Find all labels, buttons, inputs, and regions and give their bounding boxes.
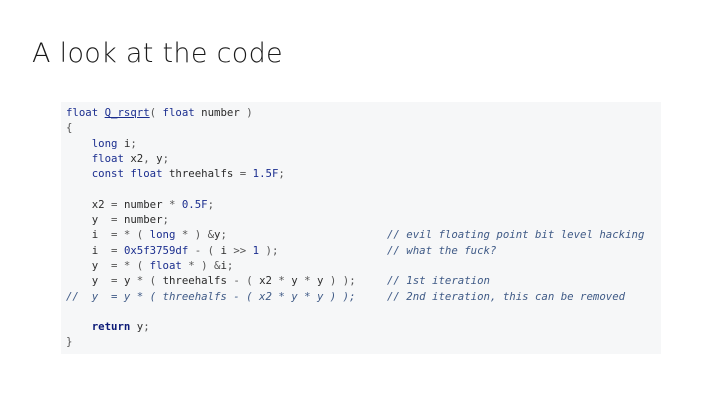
- code-comment: // 2nd iteration, this can be removed: [387, 289, 626, 303]
- code-line: [66, 181, 661, 196]
- code-line: y = y * ( threehalfs - ( x2 * y * y ) );…: [66, 273, 661, 288]
- code-line: x2 = number * 0.5F;: [66, 197, 661, 212]
- code-text: return y;: [91, 320, 150, 334]
- code-line: }: [66, 334, 661, 349]
- code-line: y = number;: [66, 212, 661, 227]
- code-line: const float threehalfs = 1.5F;: [66, 166, 661, 181]
- code-text: y = y * ( threehalfs - ( x2 * y * y ) );: [91, 274, 356, 288]
- code-text: long i;: [91, 136, 137, 150]
- code-text: i = 0x5f3759df - ( i >> 1 );: [91, 243, 279, 257]
- code-line: y = * ( float * ) &i;: [66, 258, 661, 273]
- code-text: // y = y * ( threehalfs - ( x2 * y * y )…: [66, 289, 356, 303]
- code-line: i = 0x5f3759df - ( i >> 1 ); // what the …: [66, 243, 661, 258]
- code-line: [66, 304, 661, 319]
- code-line: {: [66, 120, 661, 135]
- code-text: float x2, y;: [91, 151, 169, 165]
- code-text: x2 = number * 0.5F;: [91, 197, 215, 211]
- code-comment: // evil floating point bit level hacking: [387, 228, 645, 242]
- code-line: float x2, y;: [66, 151, 661, 166]
- code-block: float Q_rsqrt( float number ) { long i; …: [61, 102, 661, 354]
- code-text: }: [66, 335, 73, 349]
- code-comment: // 1st iteration: [387, 274, 490, 288]
- code-text: float Q_rsqrt( float number ): [66, 106, 253, 119]
- code-text: const float threehalfs = 1.5F;: [91, 167, 285, 181]
- code-line: i = * ( long * ) &y; // evil floating poi…: [66, 227, 661, 242]
- code-text: y = * ( float * ) &i;: [91, 258, 234, 272]
- code-line: long i;: [66, 136, 661, 151]
- code-text: {: [66, 121, 73, 135]
- code-comment: // what the fuck?: [387, 243, 497, 257]
- code-text: y = number;: [91, 213, 169, 227]
- code-line: // y = y * ( threehalfs - ( x2 * y * y )…: [66, 289, 661, 304]
- slide-title: A look at the code: [32, 38, 283, 69]
- code-line: float Q_rsqrt( float number ): [66, 105, 661, 120]
- code-line: return y;: [66, 319, 661, 334]
- code-text: i = * ( long * ) &y;: [91, 228, 227, 242]
